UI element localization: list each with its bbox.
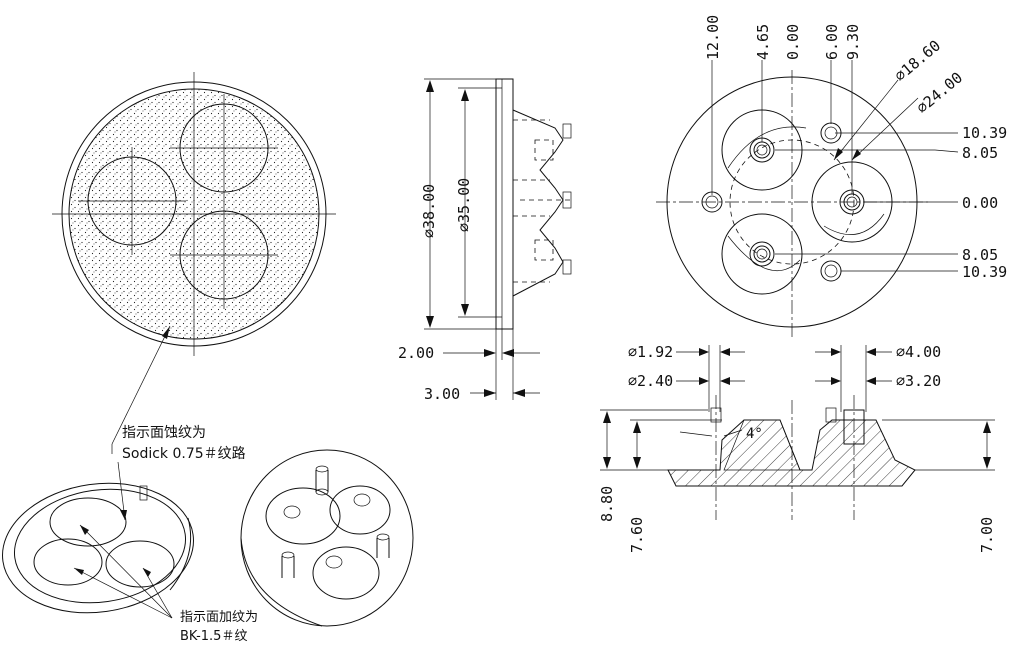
dim-thickness-3: 3.00 — [424, 385, 460, 403]
iso-lens-b — [33, 538, 103, 586]
offset-0: 0.00 — [962, 194, 998, 212]
dim-dia-1-92: ⌀1.92 — [628, 343, 673, 361]
dim-thickness-2: 2.00 — [398, 344, 434, 362]
offset-10-39-top: 10.39 — [962, 124, 1007, 142]
dim-dia-38: ⌀38.00 — [420, 184, 438, 238]
etch-note-leader — [111, 325, 171, 521]
side-view — [424, 78, 572, 400]
dim-dia-4: ⌀4.00 — [896, 343, 941, 361]
dim-dia-3-20: ⌀3.20 — [896, 372, 941, 390]
section-hatch — [668, 420, 915, 486]
angle-4-65: 4.65 — [754, 24, 772, 60]
note-texture-line1: 指示面加纹为 — [180, 610, 258, 625]
section-view — [600, 345, 995, 520]
top-view — [52, 72, 336, 356]
note-etch-line2: Sodick 0.75＃纹路 — [122, 446, 246, 462]
dim-height-7-60: 7.60 — [628, 517, 646, 553]
angle-0: 0.00 — [784, 24, 802, 60]
dim-angle-4: 4° — [746, 426, 763, 442]
offset-10-39-bottom: 10.39 — [962, 263, 1007, 281]
dim-dia-24: ⌀24.00 — [913, 68, 966, 117]
note-texture-line2: BK-1.5＃纹 — [180, 629, 247, 644]
offset-8-05-top: 8.05 — [962, 144, 998, 162]
side-lens-profile — [512, 109, 564, 297]
dim-dia-18-60: ⌀18.60 — [891, 36, 944, 85]
angle-6: 6.00 — [823, 24, 841, 60]
side-flange — [495, 78, 514, 330]
dim-height-7: 7.00 — [978, 517, 996, 553]
angle-9-30: 9.30 — [844, 24, 862, 60]
iso-lens-c — [105, 540, 175, 588]
iso-lens-a — [49, 497, 127, 547]
dim-dia-2-40: ⌀2.40 — [628, 372, 673, 390]
dim-dia-35: ⌀35.00 — [455, 178, 473, 232]
dim-height-8-80: 8.80 — [598, 486, 616, 522]
offset-8-05-bottom: 8.05 — [962, 246, 998, 264]
texture-note-leaders — [73, 524, 173, 619]
note-etch-line1: 指示面蚀纹为 — [122, 425, 206, 441]
iso-view-front — [240, 449, 414, 627]
iso-view-back — [2, 482, 194, 614]
angle-12: 12.00 — [704, 15, 722, 60]
bottom-view — [656, 60, 959, 340]
